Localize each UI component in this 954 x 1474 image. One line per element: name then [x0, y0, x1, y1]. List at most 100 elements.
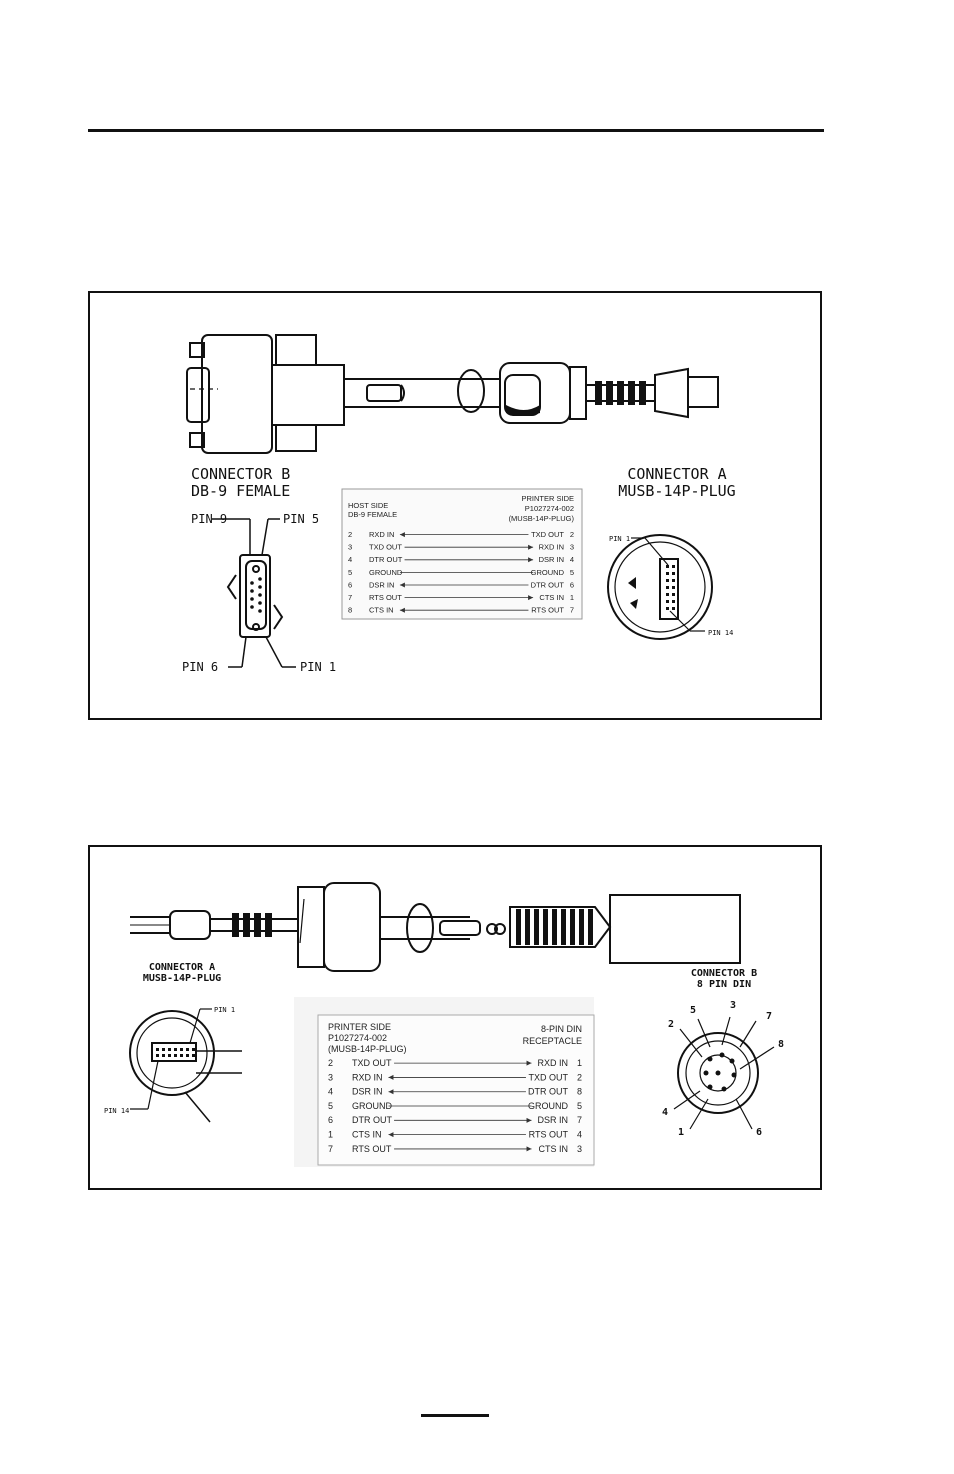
table2-left-header-2: P1027274-002 — [328, 1033, 387, 1043]
musb-pin1-label: PIN 1 — [609, 535, 630, 543]
right-pin: 8 — [577, 1087, 582, 1097]
table2-left-header-3: (MUSB-14P-PLUG) — [328, 1044, 407, 1054]
arrow-head — [388, 1074, 394, 1080]
left-pin: 4 — [328, 1087, 333, 1097]
table2-row: 4 DSR IN DTR OUT 8 — [328, 1087, 582, 1097]
connector-b-title: CONNECTOR B — [191, 465, 290, 483]
cable-drawing-db9: CONNECTOR B DB-9 FEMALE CONNECTOR A MUSB… — [182, 334, 736, 674]
arrow-head — [528, 557, 534, 563]
right-pin: 1 — [577, 1058, 582, 1068]
din-pin-6: 6 — [756, 1127, 762, 1138]
right-pin: 5 — [577, 1101, 582, 1111]
right-signal: GROUND — [528, 1101, 568, 1111]
right-signal: TXD OUT — [531, 530, 564, 539]
table1-row: 6 DSR IN DTR OUT 6 — [348, 580, 574, 589]
table1-right-header-2: P1027274-002 — [525, 504, 574, 513]
left-pin: 6 — [348, 580, 352, 589]
left-pin: 2 — [328, 1058, 333, 1068]
left-pin: 6 — [328, 1115, 333, 1125]
pin5-label: PIN 5 — [283, 512, 319, 526]
connector-a-title: CONNECTOR A — [627, 465, 726, 483]
right-signal: RXD IN — [539, 543, 564, 552]
right-pin: 6 — [570, 580, 574, 589]
diagram-db9-to-musb: CONNECTOR B DB-9 FEMALE CONNECTOR A MUSB… — [88, 291, 822, 720]
pin9-label: PIN 9 — [191, 512, 227, 526]
table2-right-header-1: 8-PIN DIN — [541, 1024, 582, 1034]
d2-musb-face — [129, 1008, 242, 1123]
table2-row: 2 TXD OUT RXD IN 1 — [328, 1058, 582, 1068]
diagram-musb-to-din: CONNECTOR A MUSB-14P-PLUG CONNECTOR B 8 … — [88, 845, 822, 1190]
pin6-label: PIN 6 — [182, 660, 218, 674]
musb-face — [607, 534, 713, 640]
musb-pin14-label: PIN 14 — [708, 629, 733, 637]
left-signal: TXD OUT — [369, 543, 402, 552]
left-pin: 2 — [348, 530, 352, 539]
din-pin-7: 7 — [766, 1011, 772, 1022]
right-pin: 4 — [570, 555, 574, 564]
left-signal: TXD OUT — [352, 1058, 392, 1068]
table2-right-header-2: RECEPTACLE — [523, 1036, 582, 1046]
connector-b-type: DB-9 FEMALE — [191, 482, 290, 500]
right-signal: RTS OUT — [529, 1130, 569, 1140]
arrow-head — [528, 544, 534, 550]
right-signal: DSR IN — [539, 555, 564, 564]
pin1-label: PIN 1 — [300, 660, 336, 674]
left-pin: 8 — [348, 606, 352, 615]
arrow-head — [526, 1060, 532, 1066]
right-signal: DTR OUT — [528, 1087, 568, 1097]
header-rule — [88, 129, 824, 132]
right-signal: GROUND — [531, 568, 565, 577]
left-pin: 3 — [348, 543, 352, 552]
cable-drawing-din: CONNECTOR A MUSB-14P-PLUG CONNECTOR B 8 … — [104, 882, 784, 1167]
left-signal: CTS IN — [352, 1130, 382, 1140]
din-pin-3: 3 — [730, 1000, 736, 1011]
left-signal: RXD IN — [352, 1072, 383, 1082]
connector-a-type: MUSB-14P-PLUG — [618, 482, 735, 500]
pinout-table-1: HOST SIDE DB-9 FEMALE PRINTER SIDE P1027… — [341, 488, 583, 620]
arrow-head — [399, 532, 405, 538]
right-signal: DSR IN — [537, 1115, 568, 1125]
d2-connector-b-title: CONNECTOR B — [691, 968, 757, 979]
d2-din-face — [673, 1016, 775, 1130]
arrow-head — [526, 1146, 532, 1152]
d2-connector-b-type: 8 PIN DIN — [697, 979, 751, 990]
table2-row: 7 RTS OUT CTS IN 3 — [328, 1144, 582, 1154]
right-signal: TXD OUT — [529, 1072, 569, 1082]
right-signal: CTS IN — [539, 593, 564, 602]
left-signal: GROUND — [352, 1101, 392, 1111]
left-pin: 3 — [328, 1072, 333, 1082]
right-signal: CTS IN — [538, 1144, 568, 1154]
left-signal: DSR IN — [352, 1087, 383, 1097]
left-signal: DSR IN — [369, 580, 394, 589]
right-signal: RXD IN — [537, 1058, 568, 1068]
db9-face — [212, 518, 296, 668]
d2-connector-a-title: CONNECTOR A — [149, 962, 215, 973]
left-signal: GROUND — [369, 568, 403, 577]
din-pin-5: 5 — [690, 1005, 696, 1016]
footer-rule — [421, 1414, 489, 1417]
left-signal: RTS OUT — [369, 593, 402, 602]
left-pin: 7 — [328, 1144, 333, 1154]
arrow-head — [528, 595, 534, 601]
right-pin: 2 — [577, 1072, 582, 1082]
arrow-head — [526, 1117, 532, 1123]
arrow-head — [388, 1132, 394, 1138]
table1-right-header-1: PRINTER SIDE — [521, 494, 574, 503]
table2-left-header-1: PRINTER SIDE — [328, 1022, 391, 1032]
right-signal: DTR OUT — [531, 580, 565, 589]
right-pin: 5 — [570, 568, 574, 577]
right-pin: 7 — [570, 606, 574, 615]
left-pin: 1 — [328, 1130, 333, 1140]
left-signal: RTS OUT — [352, 1144, 392, 1154]
pinout-table-2: PRINTER SIDE P1027274-002 (MUSB-14P-PLUG… — [294, 997, 595, 1167]
right-pin: 3 — [577, 1144, 582, 1154]
table1-left-header-1: HOST SIDE — [348, 501, 388, 510]
left-pin: 4 — [348, 555, 352, 564]
arrow-head — [399, 607, 405, 613]
